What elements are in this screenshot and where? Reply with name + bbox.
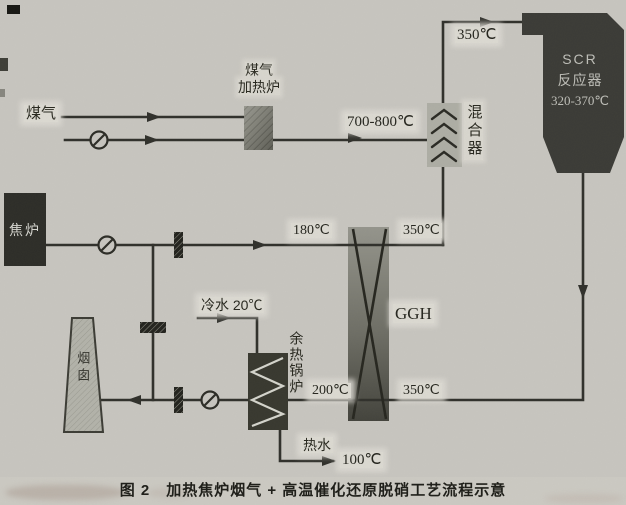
flue-outlet-temp: 350℃ — [401, 223, 442, 238]
scan-artifact — [7, 5, 20, 14]
gas-heater-body — [244, 106, 273, 150]
pipe-cold-water — [196, 316, 259, 356]
fans — [89, 130, 220, 410]
scr-type: 反应器 — [557, 72, 603, 88]
gas-heater-line1: 煤气 — [245, 62, 273, 78]
clean-gas-temp: 200℃ — [310, 383, 351, 398]
figure-caption: 图 2 加热焦炉烟气 + 高温催化还原脱硝工艺流程示意 — [119, 482, 507, 499]
scr-outlet-temp: 350℃ — [401, 383, 442, 398]
hot-water-label: 热水 — [301, 437, 333, 453]
heater-outlet-temp: 700-800℃ — [345, 114, 416, 130]
flue-inlet-temp: 180℃ — [291, 223, 332, 238]
boiler-body — [248, 353, 288, 430]
arrow-right-icon — [253, 240, 267, 250]
chimney-label: 烟囱 — [75, 351, 91, 385]
scr-inlet-temp: 350℃ — [455, 27, 499, 43]
scr-reactor-label: SCR 反应器 320-370℃ — [536, 51, 624, 109]
valve-icon — [174, 387, 183, 413]
hot-water-temp: 100℃ — [340, 452, 384, 468]
boiler-label: 余热锅炉 — [288, 331, 305, 395]
coke-oven-label: 焦炉 — [9, 221, 41, 238]
scr-name: SCR — [562, 51, 598, 67]
ggh-label: GGH — [393, 304, 434, 323]
gas-heater-line2: 加热炉 — [238, 79, 280, 95]
scr-temp-range: 320-370℃ — [551, 93, 609, 108]
scan-artifact — [0, 58, 8, 71]
mixer-body — [427, 103, 462, 167]
mixer-label: 混合器 — [464, 102, 483, 160]
valve-icon — [174, 232, 183, 258]
arrow-right-icon — [147, 112, 161, 122]
pipe-scr-outlet — [89, 171, 585, 402]
arrow-right-icon — [480, 17, 494, 27]
scan-artifact — [0, 89, 5, 97]
coal-gas-label: 煤气 — [24, 105, 59, 123]
arrow-right-icon — [145, 135, 159, 145]
arrow-right-icon — [217, 313, 231, 323]
arrow-right-icon — [322, 456, 336, 466]
coal-gas-text: 煤气 — [24, 105, 59, 122]
valve-icon — [140, 322, 166, 333]
gas-heater-label: 煤气 加热炉 — [222, 62, 296, 96]
cold-water-label: 冷水 20℃ — [199, 297, 265, 313]
arrow-down-icon — [578, 285, 588, 299]
arrow-left-icon — [127, 395, 141, 405]
arrow-right-icon — [348, 133, 362, 143]
